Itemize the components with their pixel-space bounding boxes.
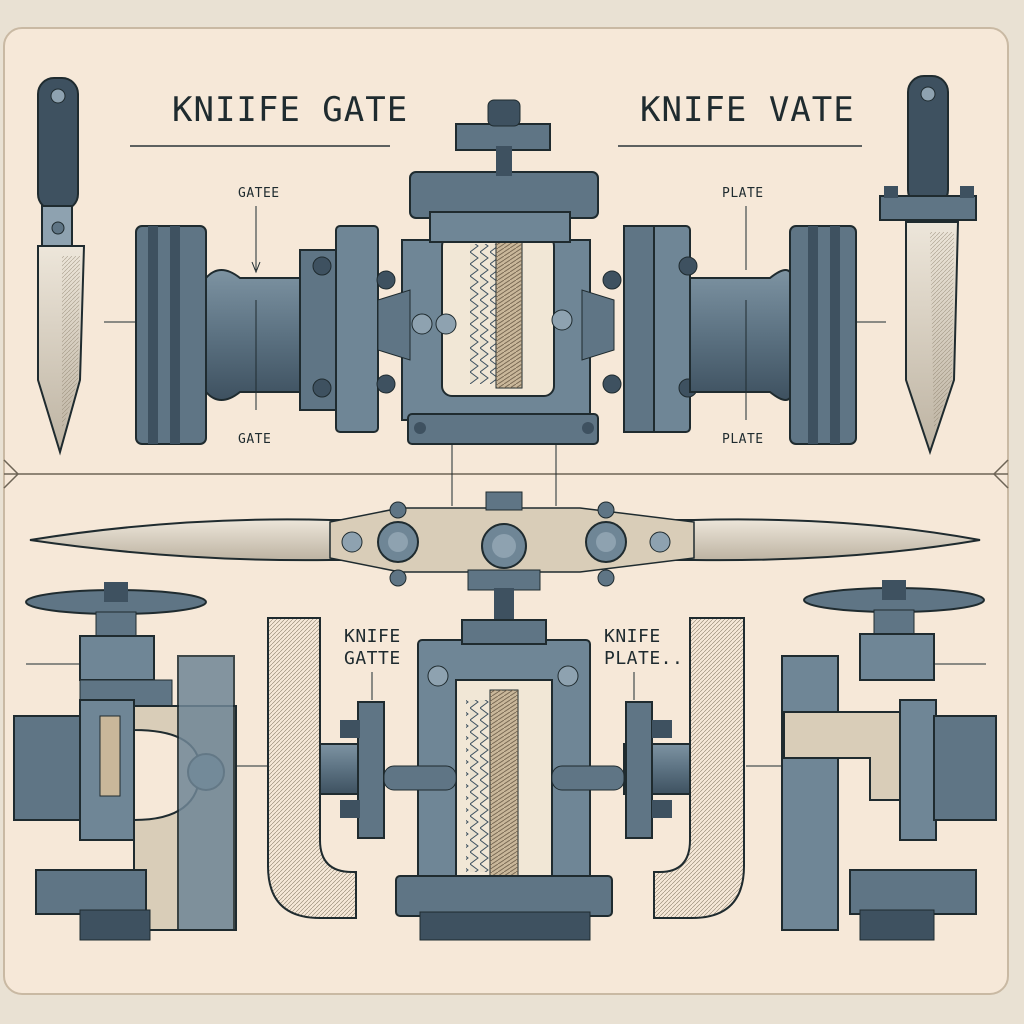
handwheel-icon — [781, 580, 997, 941]
label-gate: GATE — [238, 432, 272, 447]
label-knife-plate: KNIFE PLATE.. — [604, 626, 683, 670]
label-line: KNIFE — [344, 626, 401, 647]
label-line: PLATE.. — [604, 648, 684, 669]
label-line: KNIFE — [604, 626, 661, 647]
knife-icon — [37, 77, 86, 456]
knife-gate-valve-icon — [267, 617, 745, 941]
label-line: GATTE — [344, 648, 401, 669]
blade-icon — [29, 491, 981, 628]
title-right: KNIFE VATE — [640, 90, 855, 130]
label-plate-lower: PLATE — [722, 432, 764, 447]
title-left: KNIIFE GATE — [172, 90, 409, 130]
knife-icon — [879, 75, 977, 456]
label-gatee: GATEE — [238, 186, 280, 201]
label-plate-upper: PLATE — [722, 186, 764, 201]
label-knife-gatte: KNIFE GATTE — [344, 626, 401, 670]
knife-gate-valve-icon — [135, 99, 857, 445]
handwheel-icon — [13, 582, 237, 941]
